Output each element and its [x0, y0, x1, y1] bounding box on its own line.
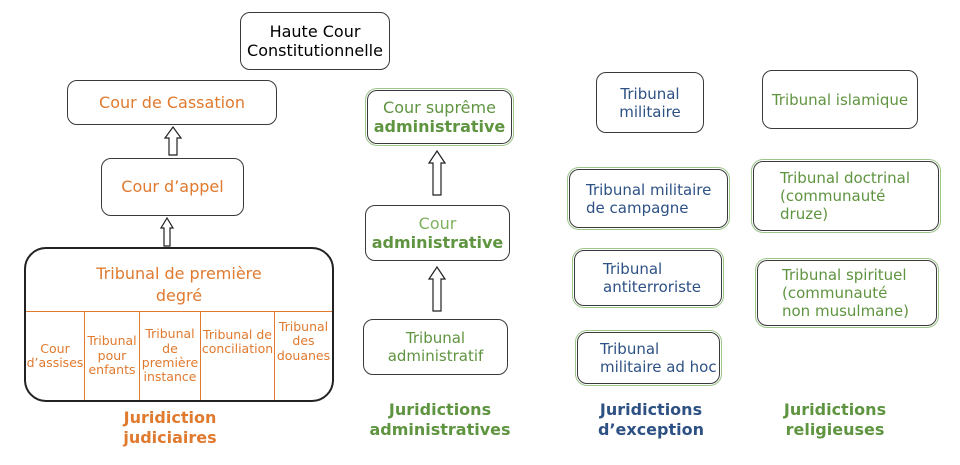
tribunal-antiterroriste-box: Tribunal antiterroriste — [572, 248, 724, 308]
tribunal-militaire-campagne-box: Tribunal militaire de campagne — [567, 167, 730, 230]
tribunal-premiere-line1: Tribunal de première — [96, 264, 262, 283]
label-juridictions-exception: Juridictions d’exception — [576, 400, 726, 440]
cour-cassation-label: Cour de Cassation — [99, 92, 245, 112]
sub-label: enfants — [88, 362, 136, 378]
category-line: Juridictions — [599, 400, 703, 419]
divider — [200, 312, 201, 400]
sub-label: douanes — [276, 347, 331, 363]
tribunal-administratif-l1: Tribunal — [405, 329, 466, 347]
cour-administrative-l1: Cour — [418, 213, 457, 233]
sub-label: d’assises — [26, 355, 84, 370]
tribunal-premiere-degre-box: Tribunal de première degré — [24, 247, 334, 402]
tribunal-antiterroriste-l2: antiterroriste — [603, 278, 702, 296]
tribunal-islamique-label: Tribunal islamique — [771, 90, 909, 109]
sub-label: Cour — [40, 340, 70, 356]
tribunal-doctrinal-box: Tribunal doctrinal (communauté druze) — [751, 159, 941, 233]
tribunal-doctrinal-l3: druze) — [780, 205, 829, 223]
haute-cour-line1: Haute Cour — [269, 21, 361, 41]
cour-appel-box: Cour d’appel — [101, 158, 244, 216]
sub-label: Tribunal — [278, 319, 329, 334]
cour-administrative-l2: administrative — [371, 233, 504, 252]
label-juridictions-religieuses: Juridictions religieuses — [760, 400, 910, 440]
tribunal-administratif-l2: administratif — [387, 347, 484, 365]
tribunal-administratif-box: Tribunal administratif — [363, 319, 508, 375]
category-line: d’exception — [597, 420, 704, 439]
category-line: administratives — [369, 420, 511, 439]
tribunal-militaire-l1: Tribunal — [620, 84, 680, 103]
sub-label: des — [292, 333, 315, 349]
tribunal-spirituel-l1: Tribunal spirituel — [782, 266, 907, 284]
label-juridiction-judiciaires: Juridiction judiciaires — [85, 408, 255, 448]
tribunal-militaire-box: Tribunal militaire — [596, 72, 704, 133]
tribunal-spirituel-l2: (communauté — [782, 284, 888, 302]
tribunal-campagne-l1: Tribunal militaire — [586, 180, 712, 199]
tribunal-antiterroriste-l1: Tribunal — [603, 260, 663, 278]
sub-label: Tribunal de — [203, 327, 272, 342]
cour-appel-label: Cour d’appel — [121, 177, 224, 197]
haute-cour-line2: Constitutionnelle — [247, 41, 383, 60]
sub-label: première — [141, 355, 199, 370]
tribunal-doctrinal-l1: Tribunal doctrinal — [780, 169, 910, 187]
cour-supreme-l1: Cour suprême — [383, 97, 496, 117]
tribunal-doctrinal-l2: (communauté — [780, 187, 886, 205]
sub-label: pour — [97, 347, 127, 363]
divider — [84, 312, 85, 400]
cour-administrative-box: Cour administrative — [365, 205, 510, 261]
category-line: Juridictions — [783, 400, 887, 419]
category-line: Juridiction — [123, 408, 217, 427]
sub-label: Tribunal — [145, 326, 195, 342]
arrow-up-icon — [428, 266, 446, 312]
sub-label: conciliation — [201, 341, 274, 357]
sub-label: Tribunal — [87, 333, 137, 349]
divider — [26, 311, 332, 312]
arrow-up-icon — [428, 150, 446, 196]
cour-cassation-box: Cour de Cassation — [67, 80, 277, 125]
tribunal-militaire-adhoc-box: Tribunal militaire ad hoc — [575, 330, 722, 386]
category-line: Juridictions — [388, 400, 492, 419]
label-juridictions-administratives: Juridictions administratives — [360, 400, 520, 440]
sub-label: de — [162, 340, 178, 356]
tribunal-adhoc-l1: Tribunal — [600, 340, 660, 358]
category-line: religieuses — [785, 420, 885, 439]
arrow-up-icon — [164, 126, 182, 156]
tribunal-premiere-line2: degré — [155, 285, 203, 305]
divider — [139, 312, 140, 400]
cour-supreme-l2: administrative — [373, 117, 506, 136]
category-line: judiciaires — [123, 428, 217, 447]
arrow-up-icon — [160, 217, 174, 247]
tribunal-adhoc-l2: militaire ad hoc — [600, 358, 717, 376]
tribunal-premiere-degre-title: Tribunal de première degré — [96, 263, 261, 306]
tribunal-militaire-l2: militaire — [619, 102, 681, 121]
tribunal-spirituel-l3: non musulmane) — [782, 302, 909, 320]
tribunal-islamique-box: Tribunal islamique — [762, 70, 918, 129]
haute-cour-box: Haute Cour Constitutionnelle — [240, 12, 390, 70]
tribunal-spirituel-box: Tribunal spirituel (communauté non musul… — [755, 258, 939, 328]
sub-label: instance — [143, 369, 197, 385]
cour-supreme-administrative-box: Cour suprême administrative — [365, 88, 514, 146]
tribunal-campagne-l2: de campagne — [586, 198, 689, 217]
divider — [274, 312, 275, 400]
